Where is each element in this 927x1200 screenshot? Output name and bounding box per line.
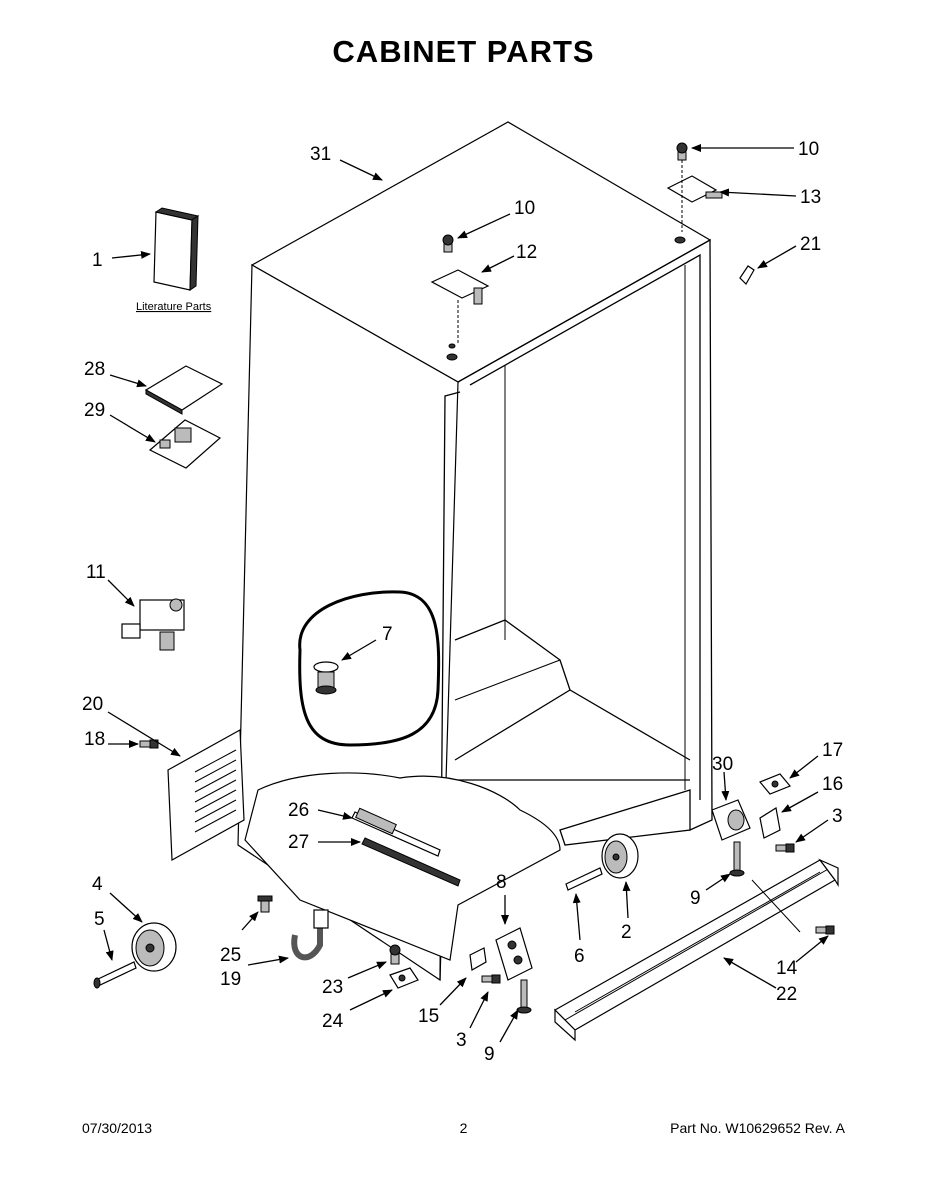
roller-bracket [711, 799, 751, 841]
roller-axle [93, 961, 137, 989]
literature-parts-label: Literature Parts [136, 301, 212, 313]
lower-cutaway [244, 772, 561, 961]
leader-lines [103, 144, 829, 1043]
hinge-13 [666, 175, 723, 203]
callout-3-lower: 3 [456, 1030, 467, 1051]
callout-3-right: 3 [832, 806, 843, 827]
callout-5: 5 [94, 909, 105, 930]
callout-14: 14 [776, 958, 798, 979]
callout-2: 2 [621, 922, 632, 943]
callout-12: 12 [516, 242, 537, 263]
screw-3-lower [481, 974, 501, 984]
toe-grille [554, 858, 839, 1042]
callout-10-right: 10 [798, 139, 819, 160]
literature-parts-booklet [153, 207, 200, 291]
bracket-24 [389, 967, 419, 989]
water-valve [121, 598, 185, 651]
defrost-tube-27 [361, 837, 461, 887]
screw-23 [389, 944, 401, 965]
screw-3-right [775, 843, 795, 853]
callout-26: 26 [288, 800, 309, 821]
callout-25: 25 [220, 945, 241, 966]
footer-date: 07/30/2013 [82, 1120, 153, 1136]
callout-29: 29 [84, 400, 105, 421]
spacer-15 [469, 947, 487, 971]
callout-23: 23 [322, 977, 343, 998]
front-roller [601, 833, 639, 879]
callout-28: 28 [84, 359, 105, 380]
callout-31: 31 [310, 144, 331, 165]
callout-13: 13 [800, 187, 821, 208]
cam-16 [759, 807, 781, 839]
callout-18: 18 [84, 729, 105, 750]
callout-8: 8 [496, 872, 507, 893]
callout-17: 17 [822, 740, 843, 761]
callout-24: 24 [322, 1011, 344, 1032]
callout-16: 16 [822, 774, 843, 795]
callout-7: 7 [382, 624, 393, 645]
callout-22: 22 [776, 984, 797, 1005]
control-cover [144, 365, 224, 415]
grommet [313, 661, 339, 695]
callout-19: 19 [220, 969, 241, 990]
callout-4: 4 [92, 874, 103, 895]
drain-tube [291, 909, 329, 961]
footer-part-number: Part No. W10629652 Rev. A [670, 1120, 845, 1136]
bushing-17 [759, 773, 791, 795]
callout-10-left: 10 [514, 198, 535, 219]
callout-1: 1 [92, 250, 103, 271]
hinge-bracket-8 [495, 927, 533, 981]
front-axle [565, 867, 603, 891]
vent-panel [167, 729, 245, 861]
leveling-leg-lower [516, 979, 532, 1014]
callout-27: 27 [288, 832, 309, 853]
callout-11: 11 [86, 562, 106, 583]
callout-21: 21 [800, 234, 821, 255]
rear-roller [131, 922, 177, 972]
page-title: CABINET PARTS [332, 34, 595, 69]
control-board [148, 419, 222, 469]
callout-20: 20 [82, 694, 103, 715]
clip-21 [739, 265, 755, 285]
callout-30: 30 [712, 754, 733, 775]
screw-10-left [442, 234, 454, 253]
callout-9-right: 9 [690, 888, 701, 909]
callout-9-lower: 9 [484, 1044, 495, 1065]
callout-15: 15 [418, 1006, 439, 1027]
footer-page-number: 2 [459, 1120, 468, 1136]
hinge-12 [430, 269, 490, 305]
screw-14 [815, 925, 835, 935]
leveling-leg-right [729, 841, 745, 877]
side-cutaway [298, 590, 441, 747]
screw-25 [257, 895, 273, 913]
alignment-lines [457, 160, 683, 345]
defrost-tube-26 [351, 807, 441, 857]
callout-6: 6 [574, 946, 585, 967]
callouts: 31 1 Literature Parts 28 29 11 7 20 18 4… [82, 139, 843, 1065]
screw-10-right [676, 142, 688, 161]
